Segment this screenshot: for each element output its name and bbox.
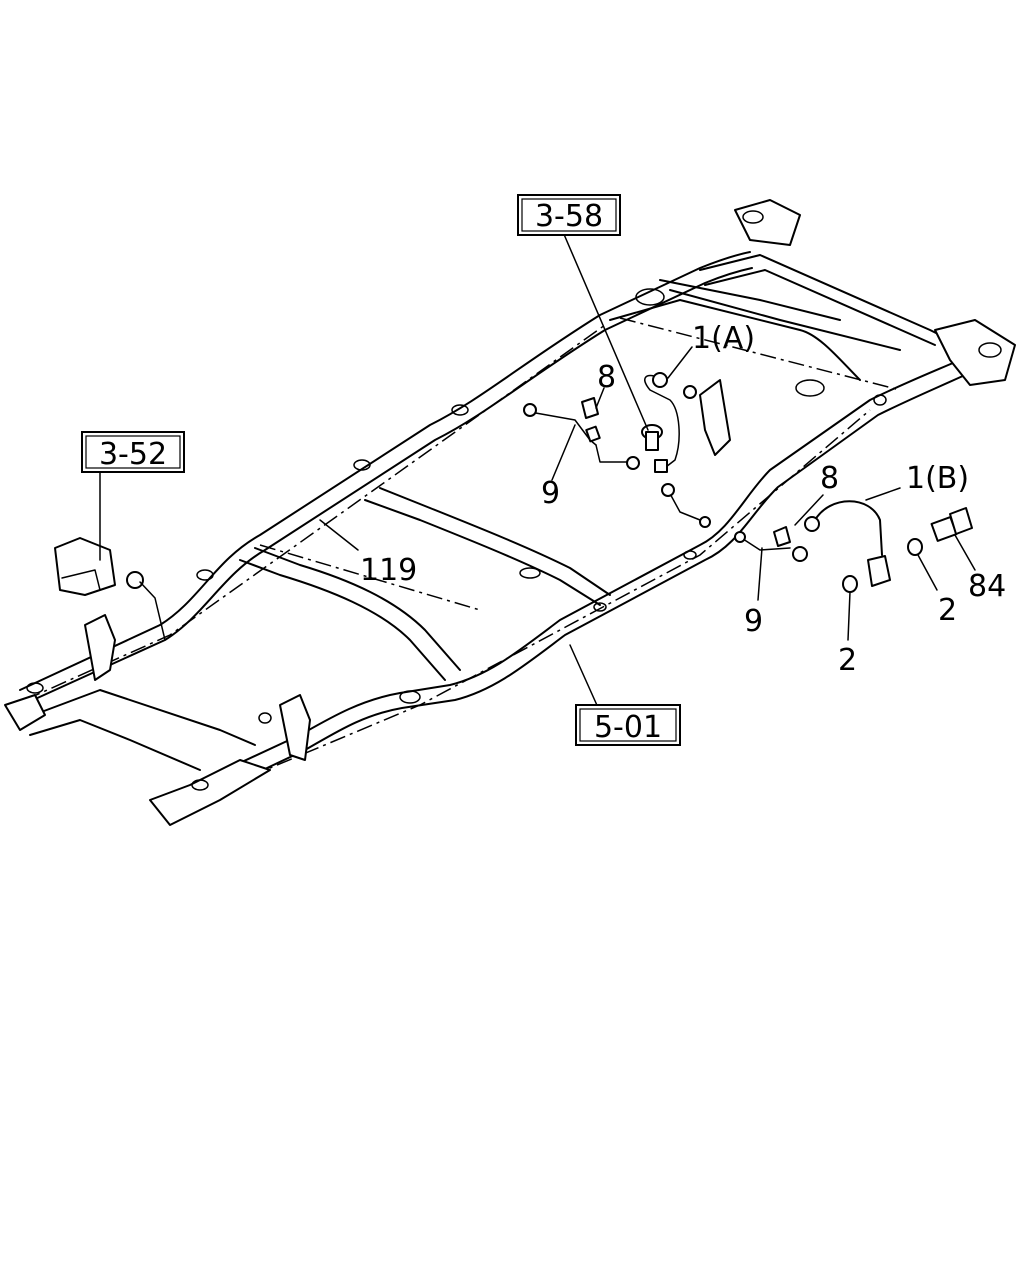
ref-label-3-58: 3-58: [535, 199, 603, 234]
callout-84[interactable]: 84: [968, 569, 1006, 604]
ref-box-5-01[interactable]: 5-01: [575, 704, 681, 746]
callout-2-lower[interactable]: 2: [838, 643, 857, 678]
callout-1a[interactable]: 1(A): [692, 321, 755, 356]
callout-9-lower[interactable]: 9: [744, 604, 763, 639]
callouts: 1(A) 1(B) 8 8 9 9 119 2 2 84: [360, 321, 1006, 678]
chassis-frame: [4, 199, 1016, 826]
callout-8-upper[interactable]: 8: [597, 360, 616, 395]
callout-1b[interactable]: 1(B): [906, 461, 969, 496]
brake-lines: [54, 372, 973, 641]
callout-8-lower[interactable]: 8: [820, 461, 839, 496]
ref-box-3-52[interactable]: 3-52: [81, 431, 185, 473]
callout-2-right[interactable]: 2: [938, 593, 957, 628]
callout-9-upper[interactable]: 9: [541, 476, 560, 511]
ref-label-3-52: 3-52: [99, 437, 167, 472]
leader-lines: [99, 231, 976, 713]
ref-label-5-01: 5-01: [594, 710, 662, 745]
ref-box-3-58[interactable]: 3-58: [517, 194, 621, 236]
callout-119[interactable]: 119: [360, 553, 417, 588]
